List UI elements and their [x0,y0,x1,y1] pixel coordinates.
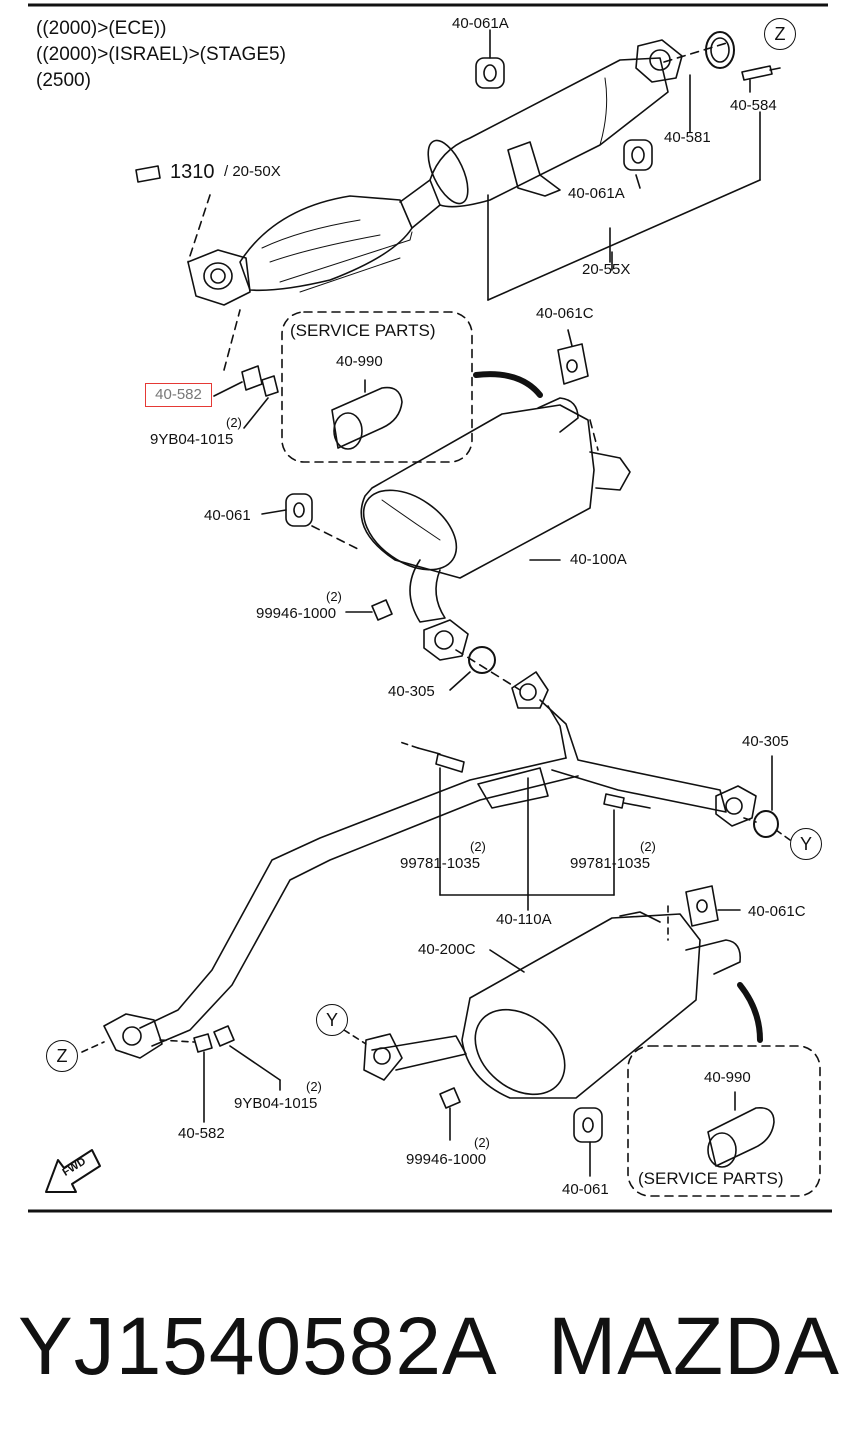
service-parts-title: (SERVICE PARTS) [290,321,436,340]
condition-line-2: ((2000)>(ISRAEL)>(STAGE5) [36,44,286,65]
part-label[interactable]: 40-061C [536,305,594,322]
part-label[interactable]: 40-305 [742,733,789,750]
marker-y: Y [790,828,822,860]
condition-line-3: (2500) [36,70,91,91]
part-label[interactable]: 99781-1035 [570,855,651,872]
part-label[interactable]: 99946-1000 [256,605,337,622]
marker-z: Z [764,18,796,50]
intermediate-pipe-40-110A [103,671,779,1059]
part-label[interactable]: 40-990 [336,353,383,370]
quantity-label: (2) [474,1135,490,1150]
part-label[interactable]: 40-061A [452,15,509,32]
service-parts-title: (SERVICE PARTS) [638,1169,784,1188]
quantity-label: (2) [326,589,342,604]
part-label[interactable]: 40-200C [418,941,476,958]
service-sleeve-bottom [707,1091,775,1168]
front-pipe-catalyst [187,31,781,397]
quantity-label: (2) [470,839,486,854]
part-label[interactable]: 40-990 [704,1069,751,1086]
condition-line-1: ((2000)>(ECE)) [36,18,167,39]
part-label[interactable]: 99946-1000 [406,1151,487,1168]
part-label[interactable]: 40-061 [204,507,251,524]
muffler-40-100A [285,343,631,674]
quantity-label: (2) [306,1079,322,1094]
service-sleeve-top [331,379,403,450]
part-label[interactable]: 40-584 [730,97,777,114]
part-label[interactable]: 40-061A [568,185,625,202]
part-label[interactable]: 99781-1035 [400,855,481,872]
part-label[interactable]: 20-55X [582,261,631,278]
part-number: YJ1540582A [18,1301,498,1392]
part-label[interactable]: 40-305 [388,683,435,700]
marker-z: Z [46,1040,78,1072]
highlighted-part-label[interactable]: 40-582 [145,383,212,407]
brand-name: MAZDA [548,1301,840,1392]
footer: YJ1540582A MAZDA [0,1300,864,1410]
reference-sub: / 20-50X [224,163,281,180]
part-label[interactable]: 9YB04-1015 [234,1095,318,1112]
part-label[interactable]: 40-581 [664,129,711,146]
muffler-40-200C [363,885,742,1143]
part-label[interactable]: 40-061C [748,903,806,920]
part-label[interactable]: 40-110A [496,911,552,928]
reference-icon [135,165,161,183]
part-label[interactable]: 40-582 [178,1125,225,1142]
quantity-label: (2) [640,839,656,854]
part-label[interactable]: 40-061 [562,1181,609,1198]
fwd-arrow-icon [45,1149,101,1193]
marker-y: Y [316,1004,348,1036]
quantity-label: (2) [226,415,242,430]
reference-number: 1310 [170,161,215,183]
part-label[interactable]: 40-100A [570,551,627,568]
part-label[interactable]: 9YB04-1015 [150,431,234,448]
